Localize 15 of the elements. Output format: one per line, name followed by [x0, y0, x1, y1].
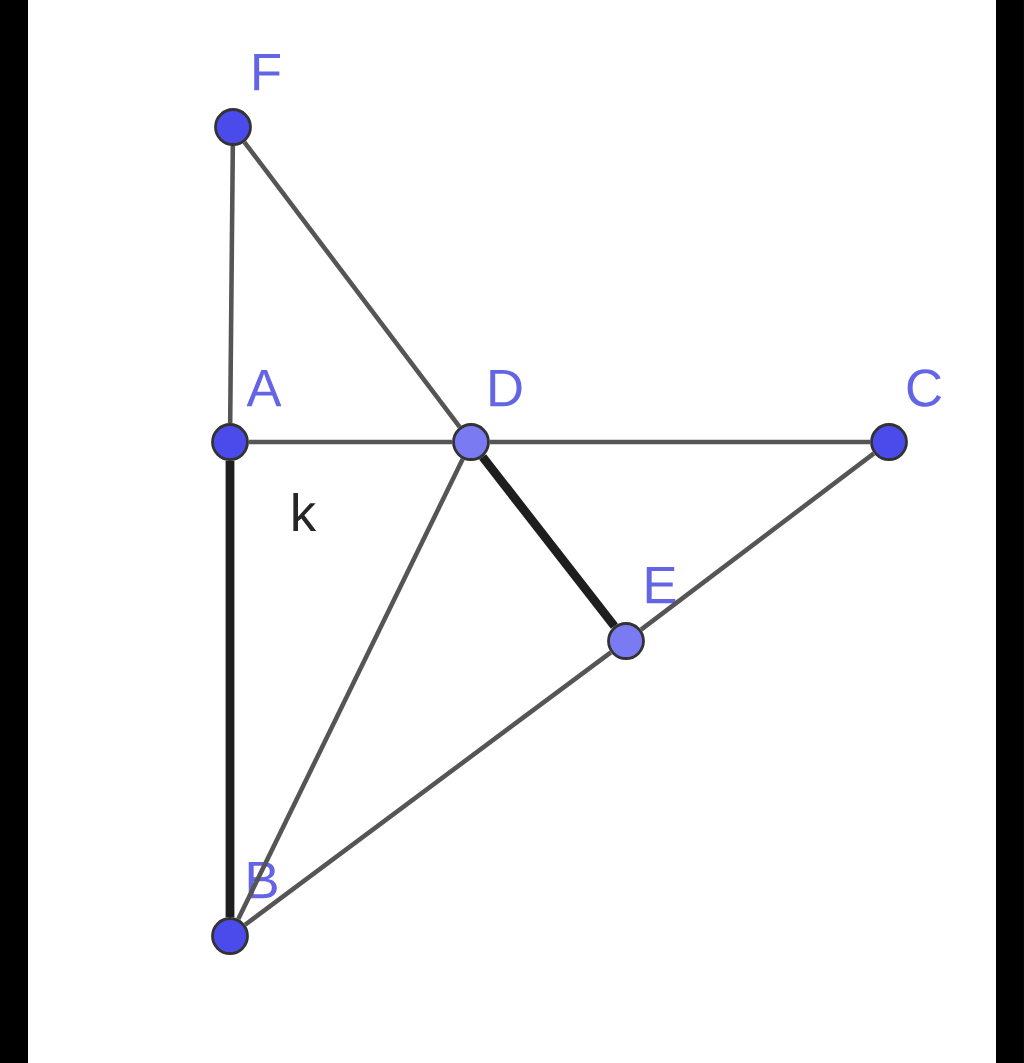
line-segment: [248, 439, 453, 445]
line-segment: [227, 145, 236, 424]
line-segment: [242, 140, 462, 429]
line-segment: [225, 460, 235, 918]
point-label: F: [248, 52, 284, 92]
line-segment: [243, 650, 613, 927]
region-label: k: [293, 492, 317, 532]
point-label: A: [244, 368, 284, 408]
line-segment: [479, 454, 618, 629]
point-label: D: [484, 368, 526, 408]
point-label: C: [903, 367, 945, 409]
line-segment: [236, 458, 465, 921]
line-segment: [639, 451, 876, 632]
point-label: E: [640, 565, 680, 605]
line-segment: [489, 439, 871, 445]
